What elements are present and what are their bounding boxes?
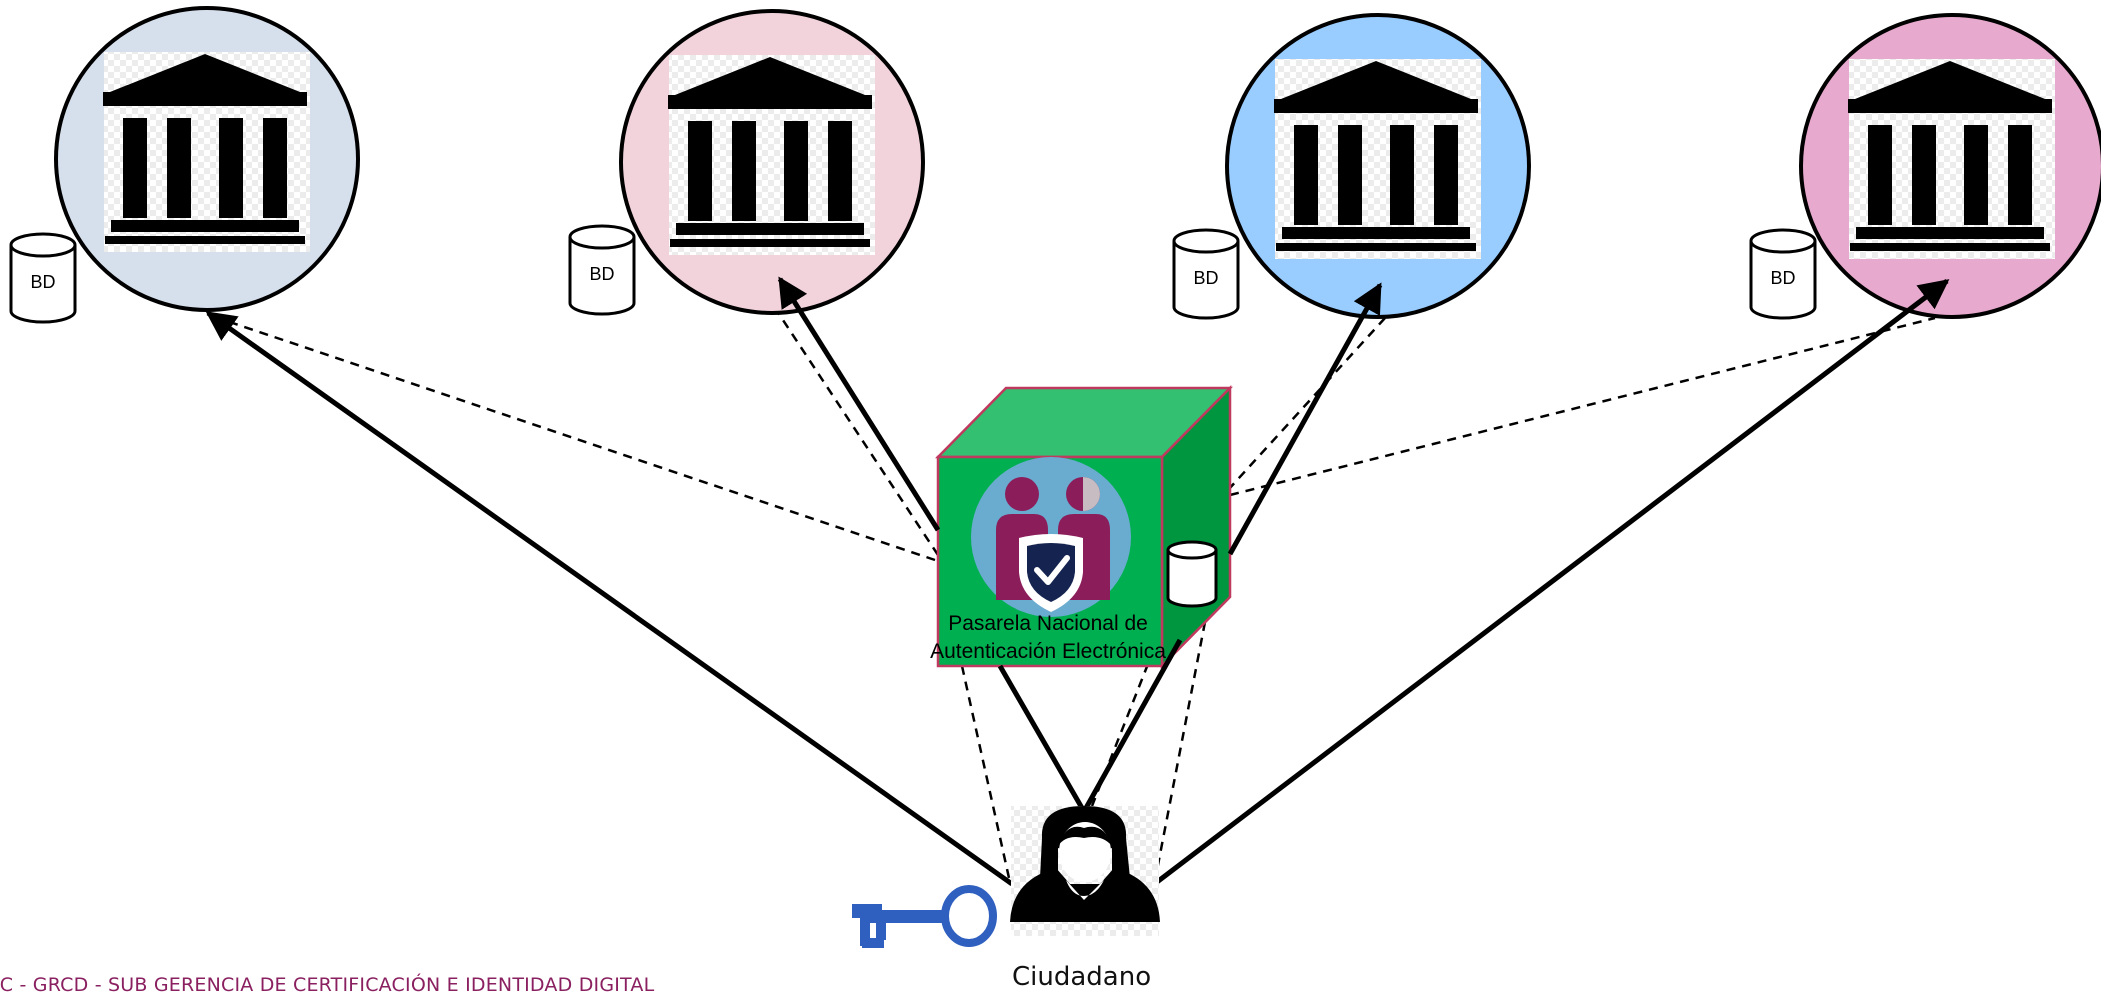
institution-1: [54, 6, 360, 312]
dashed-links: [211, 307, 1936, 879]
database-2: BD: [568, 224, 636, 316]
institution-3: [1225, 13, 1531, 319]
database-1: BD: [9, 232, 77, 324]
citizen: [1010, 806, 1160, 936]
arrow-gateway-to-institution-3: [1227, 282, 1383, 556]
database-4: BD: [1749, 228, 1817, 320]
institution-2: [619, 9, 925, 315]
gateway-database: [1166, 540, 1218, 608]
solid-arrows: [205, 276, 1950, 887]
key-icon: [852, 885, 997, 948]
database-label: BD: [30, 272, 55, 292]
footer-text: IC - GRCD - SUB GERENCIA DE CERTIFICACIÓ…: [0, 974, 655, 996]
database-label: BD: [1770, 268, 1795, 288]
dashed-link-4: [1229, 316, 1936, 497]
database-label: BD: [589, 264, 614, 284]
authentication-gateway: Pasarela Nacional de Autenticación Elect…: [930, 384, 1233, 670]
database-3: BD: [1172, 228, 1240, 320]
link-citizen-to-gateway: [997, 664, 1085, 810]
arrow-citizen-to-institution-4: [1155, 279, 1950, 884]
institution-4: [1799, 13, 2101, 319]
dashed-link-7: [1155, 621, 1207, 871]
dashed-link-3: [1227, 317, 1386, 491]
link-citizen-to-gateway-side: [1083, 638, 1183, 810]
database-label: BD: [1193, 268, 1218, 288]
gateway-label-line1: Pasarela Nacional de: [948, 612, 1148, 635]
dashed-link-2: [773, 307, 940, 556]
gateway-label-line2: Autenticación Electrónica: [930, 640, 1166, 663]
identity-shield-logo: [971, 457, 1131, 617]
citizen-person-icon: [1010, 868, 1160, 922]
citizen-label: Ciudadano: [1012, 962, 1152, 992]
dashed-link-5: [960, 665, 1011, 879]
arrow-citizen-to-institution-1: [205, 310, 1014, 887]
arrow-gateway-to-institution-2: [777, 276, 941, 532]
